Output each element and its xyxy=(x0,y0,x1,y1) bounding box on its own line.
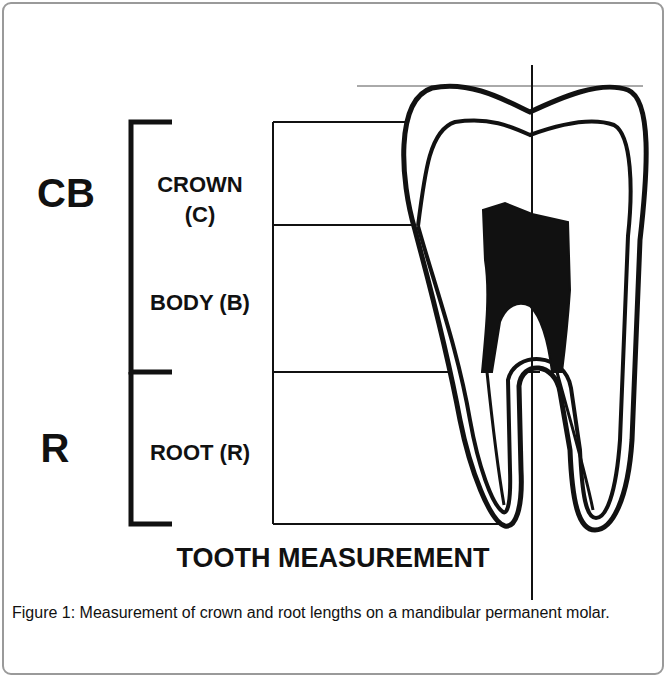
pulp-chamber xyxy=(482,203,570,372)
mesial-canal xyxy=(487,372,504,505)
dentin-outline xyxy=(418,121,631,518)
figure-frame xyxy=(3,3,663,674)
distal-canal xyxy=(557,372,593,510)
region-label: CROWN (C) xyxy=(145,170,255,230)
region-label: BODY (B) xyxy=(145,288,255,318)
figure-title: TOOTH MEASUREMENT xyxy=(0,543,666,574)
bracket-label: CB xyxy=(16,170,116,216)
long-axis-line xyxy=(531,65,533,600)
region-label: ROOT (R) xyxy=(145,438,255,468)
bracket-label: R xyxy=(30,425,80,471)
figure-caption: Figure 1: Measurement of crown and root … xyxy=(12,601,654,624)
tooth-outline xyxy=(404,86,646,530)
